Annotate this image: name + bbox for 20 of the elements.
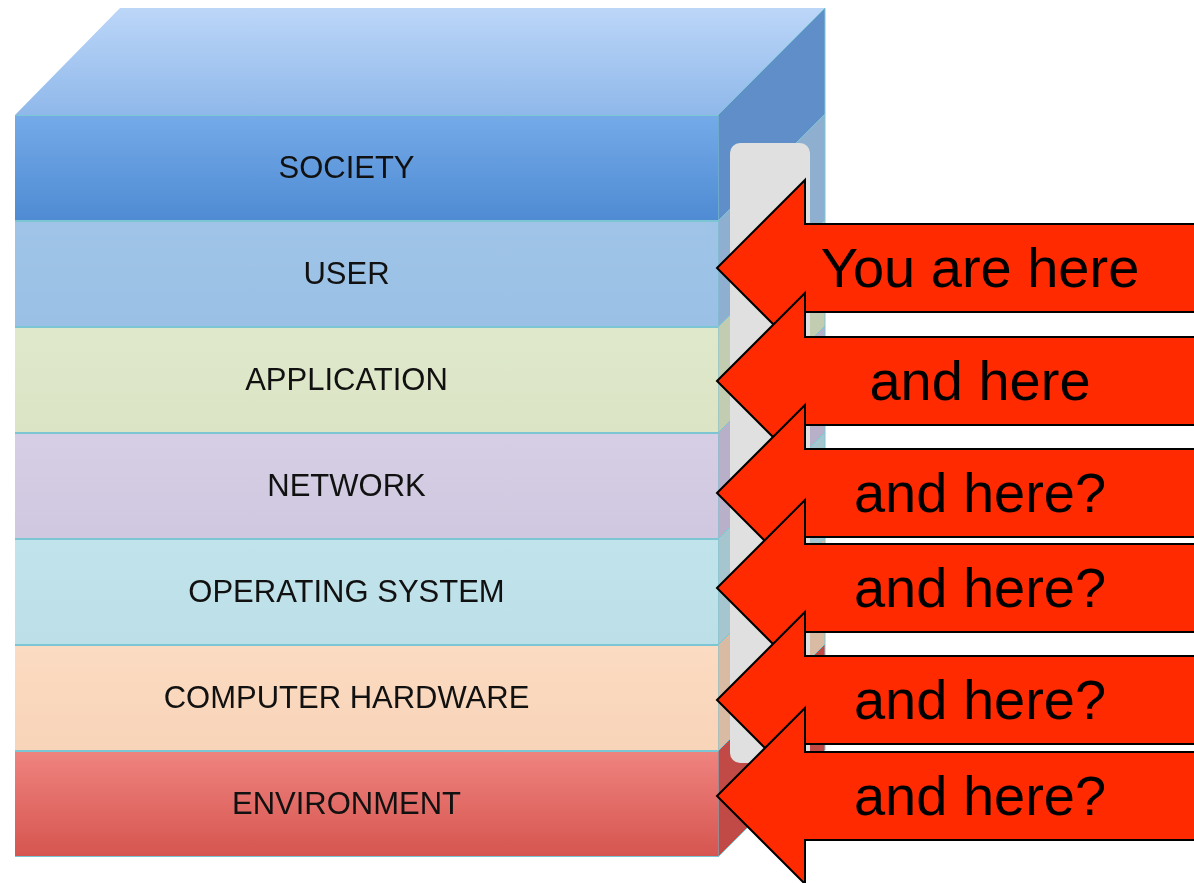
layer-label: COMPUTER HARDWARE xyxy=(163,680,531,716)
layer-label: APPLICATION xyxy=(245,362,449,398)
layer-band xyxy=(15,539,718,645)
layer-label: ENVIRONMENT xyxy=(231,786,463,822)
layer-band xyxy=(15,221,718,327)
arrow-label: and here? xyxy=(852,667,1108,733)
layer-label: SOCIETY xyxy=(278,150,416,186)
layer-band xyxy=(15,327,718,433)
layer-label: USER xyxy=(303,256,391,292)
layer-band xyxy=(15,433,718,539)
arrow-label: and here? xyxy=(852,460,1108,526)
arrow-label: and here? xyxy=(852,555,1108,621)
arrow-label: and here? xyxy=(852,763,1108,829)
arrow-label: and here xyxy=(868,348,1092,414)
layer-band xyxy=(15,751,718,857)
layer-band xyxy=(15,115,718,221)
arrow-label: You are here xyxy=(819,235,1141,301)
layer-band xyxy=(15,645,718,751)
layer-label: NETWORK xyxy=(267,468,427,504)
layer-label: OPERATING SYSTEM xyxy=(188,574,506,610)
